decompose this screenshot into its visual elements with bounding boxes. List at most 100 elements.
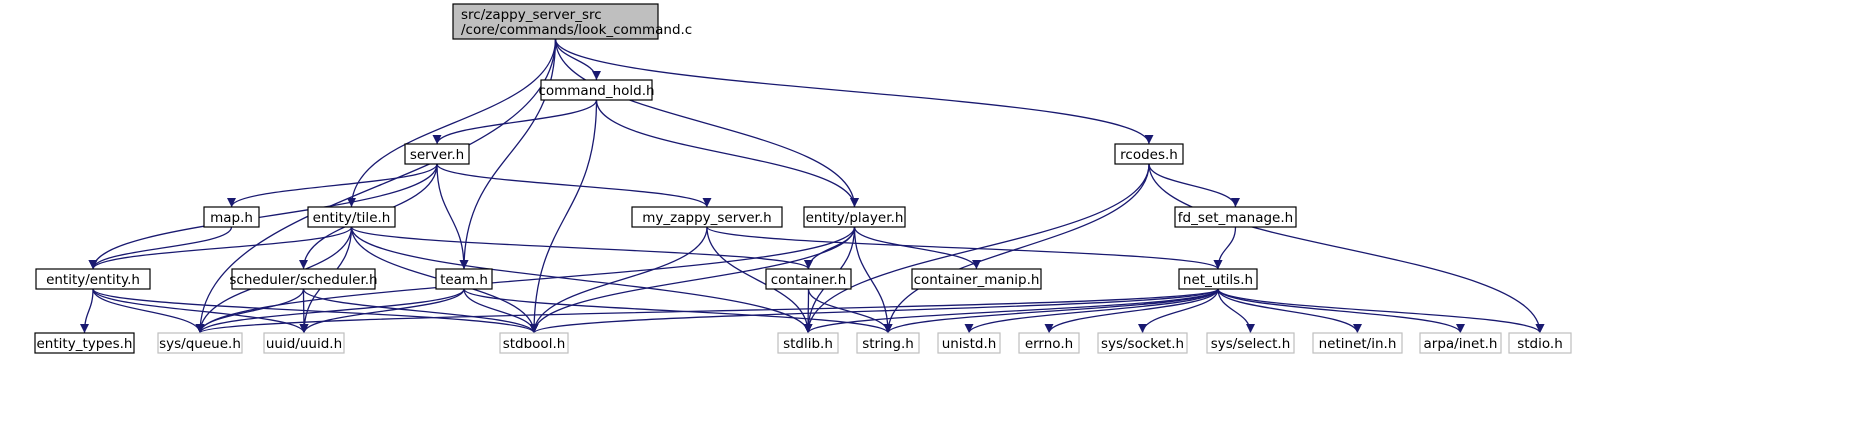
edge-root-to-rcodes: [554, 38, 1154, 145]
node-stdlib: stdlib.h: [777, 332, 839, 354]
node-box: [499, 332, 569, 354]
node-server[interactable]: server.h: [404, 143, 470, 165]
edge-map-to-entity: [88, 226, 233, 270]
node-box: [1206, 332, 1295, 354]
edge-command-hold-to-player: [595, 99, 859, 208]
edge-root-to-tile: [347, 38, 557, 208]
edge-net-utils-to-unistd: [964, 288, 1219, 334]
node-my-zappy[interactable]: my_zappy_server.h: [631, 206, 783, 228]
edge-net-utils-to-string: [883, 288, 1219, 334]
edge-layer: [80, 38, 1545, 334]
edge-team-to-sys-queue: [195, 288, 465, 334]
node-label: command_hold.h: [538, 83, 654, 99]
node-box: [157, 332, 243, 354]
node-box: [540, 79, 653, 101]
node-label: container_manip.h: [914, 272, 1040, 288]
node-label: src/zappy_server_src: [461, 7, 602, 23]
edge-server-to-team: [436, 163, 469, 270]
node-tile[interactable]: entity/tile.h: [307, 206, 396, 228]
node-label: server.h: [410, 147, 464, 163]
node-box: [1508, 332, 1572, 354]
node-label: stdio.h: [1517, 336, 1563, 352]
edge-net-utils-to-stdbool: [529, 288, 1219, 334]
edge-player-to-sys-queue: [195, 226, 856, 334]
node-net-utils[interactable]: net_utils.h: [1178, 268, 1258, 290]
node-box: [35, 268, 151, 290]
node-cmanip[interactable]: container_manip.h: [911, 268, 1042, 290]
edge-root-to-sys-queue: [195, 38, 557, 334]
node-label: my_zappy_server.h: [642, 210, 771, 226]
node-layer: src/zappy_server_src/core/commands/look_…: [34, 3, 1572, 354]
node-label: netinet/in.h: [1319, 336, 1397, 352]
node-box: [1018, 332, 1080, 354]
edge-my-zappy-to-stdlib: [706, 226, 813, 334]
node-label: entity/entity.h: [46, 272, 140, 288]
node-box: [34, 332, 135, 354]
edge-player-to-string: [853, 226, 893, 334]
edge-team-to-string: [463, 288, 893, 334]
node-box: [452, 3, 659, 40]
node-netinet: netinet/in.h: [1312, 332, 1403, 354]
edge-rcodes-to-string: [883, 163, 1150, 334]
edge-net-utils-to-sys-select: [1217, 288, 1255, 334]
edge-my-zappy-to-net-utils: [706, 226, 1223, 270]
node-label: errno.h: [1025, 336, 1073, 352]
node-entity-types[interactable]: entity_types.h: [34, 332, 135, 354]
node-box: [1178, 268, 1258, 290]
node-team[interactable]: team.h: [435, 268, 493, 290]
node-player[interactable]: entity/player.h: [803, 206, 906, 228]
node-box: [435, 268, 493, 290]
node-container[interactable]: container.h: [765, 268, 852, 290]
node-arpa: arpa/inet.h: [1419, 332, 1502, 354]
node-box: [203, 206, 260, 228]
edge-team-to-stdbool: [463, 288, 539, 334]
node-label: sys/socket.h: [1101, 336, 1184, 352]
edge-net-utils-to-errno: [1044, 288, 1219, 334]
edge-entity-to-stdbool: [92, 288, 539, 334]
node-box: [777, 332, 839, 354]
node-command-hold[interactable]: command_hold.h: [538, 79, 655, 101]
edge-player-to-container: [804, 226, 856, 270]
edge-net-utils-to-stdlib: [803, 288, 1219, 334]
node-box: [1174, 206, 1297, 228]
node-label: uuid/uuid.h: [266, 336, 342, 352]
node-root[interactable]: src/zappy_server_src/core/commands/look_…: [452, 3, 692, 40]
node-box: [911, 268, 1042, 290]
node-stdbool: stdbool.h: [499, 332, 569, 354]
node-errno: errno.h: [1018, 332, 1080, 354]
edge-server-to-my-zappy: [436, 163, 712, 208]
node-map[interactable]: map.h: [203, 206, 260, 228]
node-label: sys/select.h: [1211, 336, 1291, 352]
node-label: net_utils.h: [1183, 272, 1253, 288]
edge-scheduler-to-sys-queue: [195, 288, 305, 334]
edge-root-to-player: [554, 38, 859, 208]
node-sys-queue: sys/queue.h: [157, 332, 243, 354]
node-box: [803, 206, 906, 228]
node-label: rcodes.h: [1120, 147, 1178, 163]
edge-net-utils-to-netinet: [1217, 288, 1362, 334]
node-label: entity/player.h: [806, 210, 904, 226]
node-label: container.h: [771, 272, 847, 288]
edge-tile-to-container: [350, 226, 813, 270]
node-label: sys/queue.h: [159, 336, 241, 352]
edge-net-utils-to-arpa: [1217, 288, 1465, 334]
node-rcodes[interactable]: rcodes.h: [1114, 143, 1184, 165]
node-box: [856, 332, 920, 354]
node-box: [1097, 332, 1188, 354]
node-box: [1312, 332, 1403, 354]
node-scheduler[interactable]: scheduler/scheduler.h: [229, 268, 378, 290]
node-entity[interactable]: entity/entity.h: [35, 268, 151, 290]
node-sys-select: sys/select.h: [1206, 332, 1295, 354]
edge-rcodes-to-stdio: [1148, 163, 1545, 334]
edge-command-hold-to-server: [432, 99, 598, 145]
node-box: [937, 332, 1001, 354]
node-box: [1419, 332, 1502, 354]
node-unistd: unistd.h: [937, 332, 1001, 354]
edge-entity-to-uuid: [92, 288, 309, 334]
node-box: [263, 332, 345, 354]
node-label: team.h: [440, 272, 488, 288]
node-fd-set[interactable]: fd_set_manage.h: [1174, 206, 1297, 228]
edge-net-utils-to-stdio: [1217, 288, 1545, 334]
node-label: entity/tile.h: [313, 210, 391, 226]
node-string: string.h: [856, 332, 920, 354]
